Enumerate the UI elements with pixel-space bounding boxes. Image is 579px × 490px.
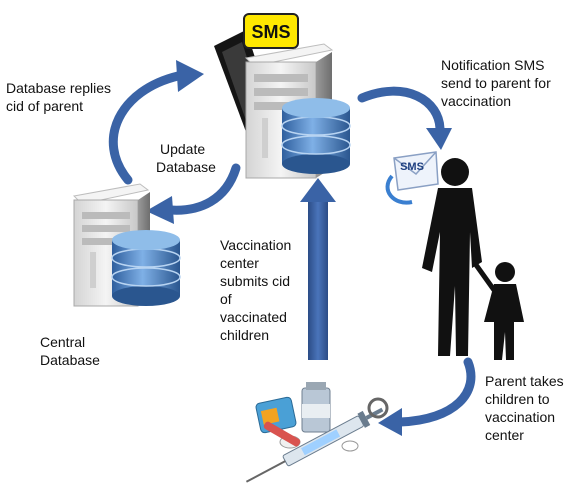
database-replies-line-1: Database replies <box>6 80 112 96</box>
sms-envelope-icon: SMS <box>385 151 439 205</box>
top-database-icon <box>281 98 351 174</box>
sms-envelope-text: SMS <box>400 161 424 173</box>
central-database-label: Central Database <box>40 333 100 369</box>
vaccination-center-line-2: center <box>220 255 259 271</box>
vaccination-center-submits-label: Vaccination center submits cid of vaccin… <box>220 236 291 344</box>
parent-takes-line-4: center <box>485 427 524 443</box>
update-database-label: Update Database <box>156 140 216 176</box>
vaccination-center-line-4: of <box>220 291 232 307</box>
arrow-update-database <box>146 163 241 224</box>
parent-takes-children-label: Parent takes children to vaccination cen… <box>485 372 564 444</box>
vaccination-center-line-1: Vaccination <box>220 237 292 253</box>
database-replies-line-2: cid of parent <box>6 98 84 114</box>
parent-takes-line-3: vaccination <box>485 409 556 425</box>
central-database-line-2: Database <box>40 352 100 368</box>
central-database-icon <box>111 230 181 306</box>
notification-sms-line-2: send to parent for <box>441 75 551 91</box>
central-database-line-1: Central <box>40 334 86 350</box>
arrow-submit-cid <box>300 178 336 360</box>
notification-sms-line-3: vaccination <box>441 93 512 109</box>
vaccination-center-line-6: children <box>220 327 270 343</box>
arrow-notification-sms <box>357 86 452 150</box>
vaccination-center-line-3: submits cid <box>220 273 291 289</box>
notification-sms-label: Notification SMS send to parent for vacc… <box>441 56 551 110</box>
vaccines-syringe-icon <box>245 382 389 483</box>
parent-takes-line-2: children to <box>485 391 550 407</box>
database-replies-label: Database replies cid of parent <box>6 79 111 115</box>
sms-badge-text: SMS <box>251 22 290 42</box>
notification-sms-line-1: Notification SMS <box>441 57 545 73</box>
update-database-line-1: Update <box>160 141 206 157</box>
update-database-line-2: Database <box>156 159 216 175</box>
sms-badge-icon: SMS <box>243 13 299 49</box>
arrow-parent-to-center <box>378 357 476 436</box>
arrow-database-replies <box>108 60 204 185</box>
vaccination-center-line-5: vaccinated <box>220 309 287 325</box>
parent-takes-line-1: Parent takes <box>485 373 564 389</box>
parent-child-silhouette-icon <box>422 158 524 360</box>
